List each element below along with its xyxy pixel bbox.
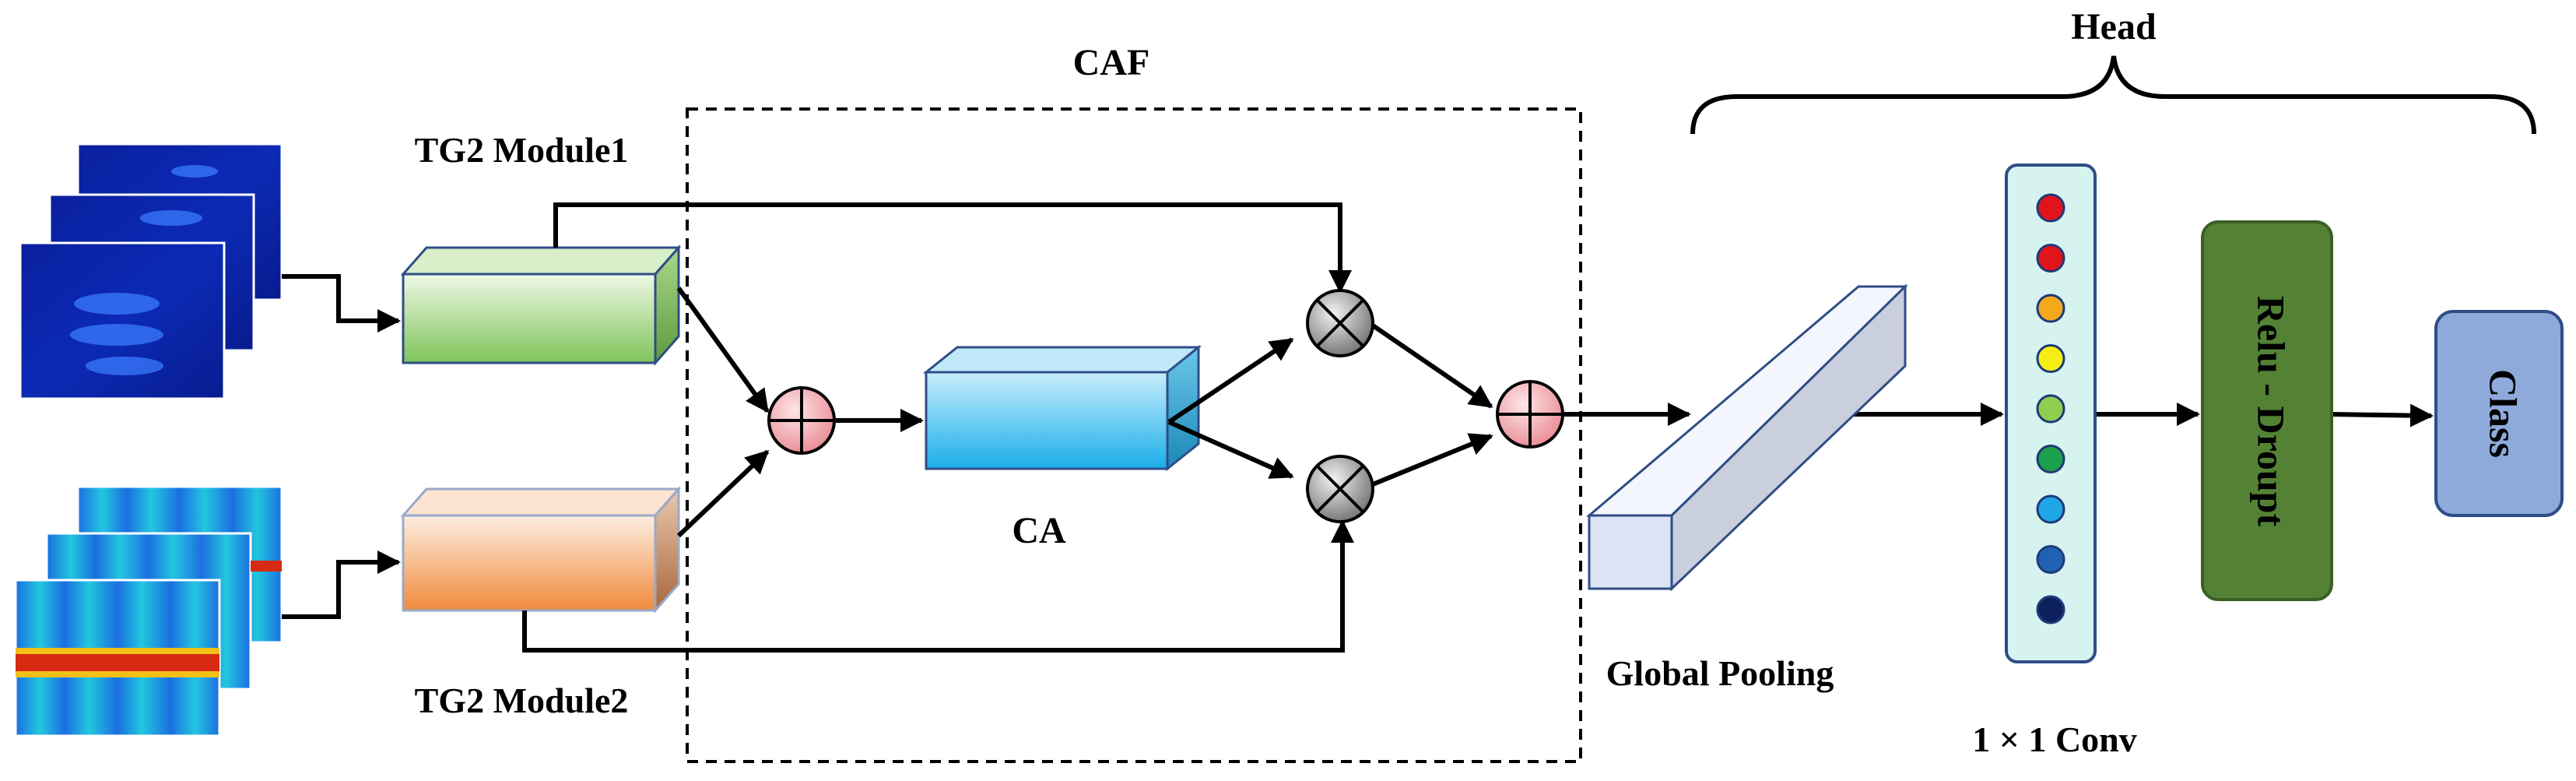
multiply-node-top <box>1306 289 1374 357</box>
caf-label: CAF <box>1073 42 1150 83</box>
edge-module2-skip-mul-bottom <box>522 519 1354 653</box>
input-spectrogram-stack-2 <box>14 485 283 737</box>
edge-input1-module1 <box>282 274 401 332</box>
edge-ca-mul-top <box>1167 337 1294 424</box>
class-label: Class <box>2482 369 2525 458</box>
caf-region <box>686 107 1582 763</box>
edge-module1-add <box>676 287 770 413</box>
relu-dropout-label: Relu - Droupt <box>2250 296 2293 527</box>
multiply-node-bottom <box>1306 455 1374 523</box>
class-block <box>2434 310 2564 517</box>
conv-dot <box>2036 344 2065 373</box>
conv-dot <box>2036 445 2065 473</box>
edge-module1-skip-mul-top <box>553 202 1352 294</box>
head-label: Head <box>2071 6 2157 47</box>
conv-dot <box>2036 545 2065 574</box>
conv-dot <box>2036 193 2065 223</box>
edge-ca-mul-bottom <box>1167 420 1294 479</box>
conv-dot <box>2036 294 2065 323</box>
ca-block <box>922 344 1202 472</box>
global-pooling-label: Global Pooling <box>1606 653 1834 693</box>
conv-dot <box>2036 494 2065 524</box>
relu-dropout-block <box>2201 220 2333 601</box>
conv-dots <box>2036 193 2065 624</box>
conv-dot <box>2036 595 2065 624</box>
edge-module2-add <box>676 449 770 538</box>
add-node-2 <box>1496 380 1564 449</box>
edge-input2-module2 <box>282 551 401 619</box>
tg2-module1-block <box>400 245 682 366</box>
conv-dot <box>2036 394 2065 424</box>
conv-dot <box>2036 244 2065 273</box>
add-node-1 <box>767 386 836 455</box>
conv-label: 1 × 1 Conv <box>1972 719 2137 759</box>
head-brace <box>1690 55 2536 135</box>
edge-mul-bottom-add2 <box>1371 433 1493 487</box>
ca-label: CA <box>1012 510 1066 551</box>
edge-mul-top-add2 <box>1371 323 1493 409</box>
tg2-module2-label: TG2 Module2 <box>415 681 629 720</box>
tg2-module1-label: TG2 Module1 <box>415 130 629 170</box>
edge-relu-class <box>2331 403 2434 427</box>
input-spectrogram-stack-1 <box>19 142 283 400</box>
global-pooling-block <box>1585 283 1908 592</box>
tg2-module2-block <box>400 486 682 614</box>
